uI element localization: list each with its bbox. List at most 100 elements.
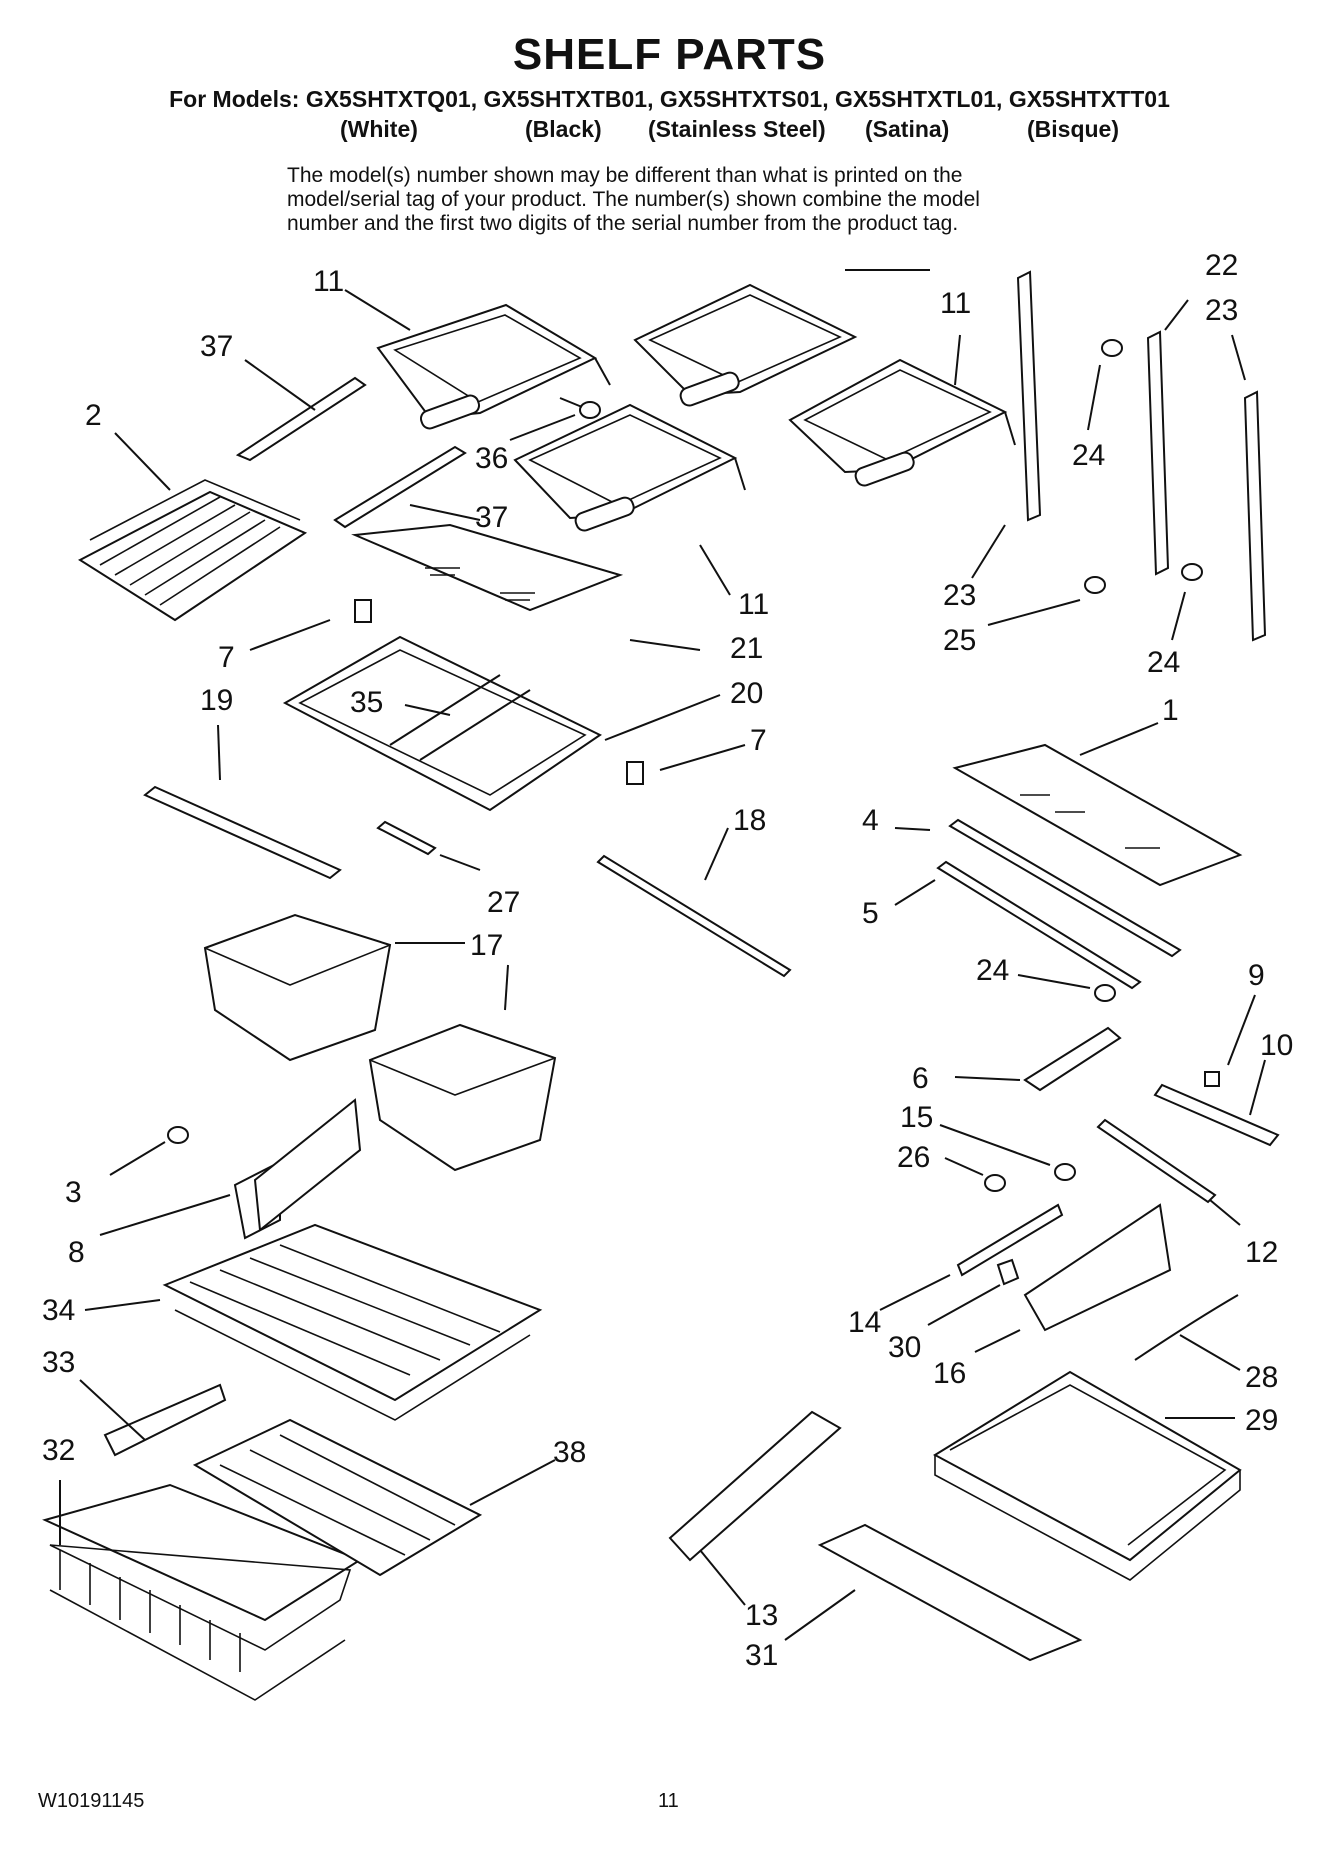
callout-23: 23 [1205,294,1238,327]
trim-part-31 [817,1523,1083,1662]
callout-21: 21 [730,632,763,665]
callout-27: 27 [487,886,520,919]
screw-part-26 [984,1174,1006,1192]
callout-24: 24 [1147,646,1180,679]
callout-6: 6 [912,1062,929,1095]
clip-part-9 [1204,1071,1220,1087]
color-white: (White) [340,116,418,142]
callout-7: 7 [218,641,235,674]
callout-12: 12 [1245,1236,1278,1269]
wire-basket-part-34 [162,1223,543,1421]
document-number: W10191145 [38,1790,145,1812]
callout-24: 24 [976,954,1009,987]
rail-part-22 [1146,330,1170,576]
screw-part-36 [559,397,601,419]
rail-part-12 [1096,1118,1217,1204]
callout-38: 38 [553,1436,586,1469]
drawer-front-part-8 [233,1098,362,1240]
model-number-note: The model(s) number shown may be differe… [287,164,1087,236]
callout-32: 32 [42,1434,75,1467]
note-line: number and the first two digits of the s… [287,212,959,235]
tray-part-38 [192,1418,483,1577]
clip-part-7a [354,599,372,623]
page-title: SHELF PARTS [512,30,827,79]
callout-37: 37 [475,501,508,534]
callout-29: 29 [1245,1404,1278,1437]
callout-4: 4 [862,804,879,837]
color-stainless-steel: (Stainless Steel) [648,116,826,142]
glass-shelf-part-1 [952,743,1243,887]
wire-basket-part-2 [77,479,308,622]
callout-23: 23 [943,579,976,612]
callout-5: 5 [862,897,879,930]
rail-part-23b [1243,390,1267,642]
rail-part-23a [1016,270,1042,522]
callout-19: 19 [200,684,233,717]
callout-15: 15 [900,1101,933,1134]
callout-20: 20 [730,677,763,710]
screw-part-24c [1094,984,1116,1002]
divider-part-33 [103,1383,227,1457]
callout-11: 11 [940,287,971,320]
clip-part-7b [626,761,644,785]
callout-34: 34 [42,1294,75,1327]
pan-part-29 [932,1370,1242,1581]
callout-17: 17 [470,929,503,962]
callout-9: 9 [1248,959,1265,992]
rod-part-18 [596,854,792,978]
note-line: The model(s) number shown may be differe… [287,164,963,187]
callout-7: 7 [750,724,767,757]
models-line: For Models: GX5SHTXTQ01, GX5SHTXTB01, GX… [169,86,1170,112]
callout-31: 31 [745,1639,778,1672]
callout-28: 28 [1245,1361,1278,1394]
callout-14: 14 [848,1306,881,1339]
callout-33: 33 [42,1346,75,1379]
callout-30: 30 [888,1331,921,1364]
callout-16: 16 [933,1357,966,1390]
crisper-drawer-part-17b [368,1023,557,1172]
color-satina: (Satina) [865,116,950,142]
callout-22: 22 [1205,249,1238,282]
rod-part-28 [1134,1294,1239,1361]
shelf-part-11c [788,358,1016,487]
shelf-part-11b [633,283,858,407]
color-black: (Black) [525,116,602,142]
callout-36: 36 [475,442,508,475]
screw-part-24a [1101,339,1123,357]
screw-part-3 [167,1126,189,1144]
part-30 [996,1258,1020,1286]
trim-part-4 [948,818,1182,958]
glass-shelf-part-21 [351,523,624,612]
note-line: model/serial tag of your product. The nu… [287,188,980,211]
shelf-part-11a [376,303,611,430]
bracket-part-27 [376,820,437,856]
callout-13: 13 [745,1599,778,1632]
callout-37: 37 [200,330,233,363]
callout-26: 26 [897,1141,930,1174]
bracket-part-6 [1023,1026,1122,1092]
color-bisque: (Bisque) [1027,116,1119,142]
callout-35: 35 [350,686,383,719]
callout-2: 2 [85,399,102,432]
housing-part-16 [1023,1203,1172,1332]
callout-8: 8 [68,1236,85,1269]
trim-part-19 [143,785,342,880]
page-number: 11 [658,1790,679,1812]
callout-10: 10 [1260,1029,1293,1062]
callout-18: 18 [733,804,766,837]
trim-part-10 [1153,1083,1280,1147]
leader-lines [59,269,1266,1641]
callout-11: 11 [738,588,769,621]
crisper-cover-part-20 [282,635,602,812]
trim-part-5 [936,860,1142,990]
callout-1: 1 [1162,694,1179,727]
callout-11: 11 [313,265,344,298]
trim-part-13 [668,1410,842,1562]
shelf-part-11d [513,403,746,532]
crisper-drawer-part-17a [203,913,392,1062]
callout-3: 3 [65,1176,82,1209]
screw-part-24b [1181,563,1203,581]
rail-part-37 [235,376,467,529]
screw-part-25 [1084,576,1106,594]
